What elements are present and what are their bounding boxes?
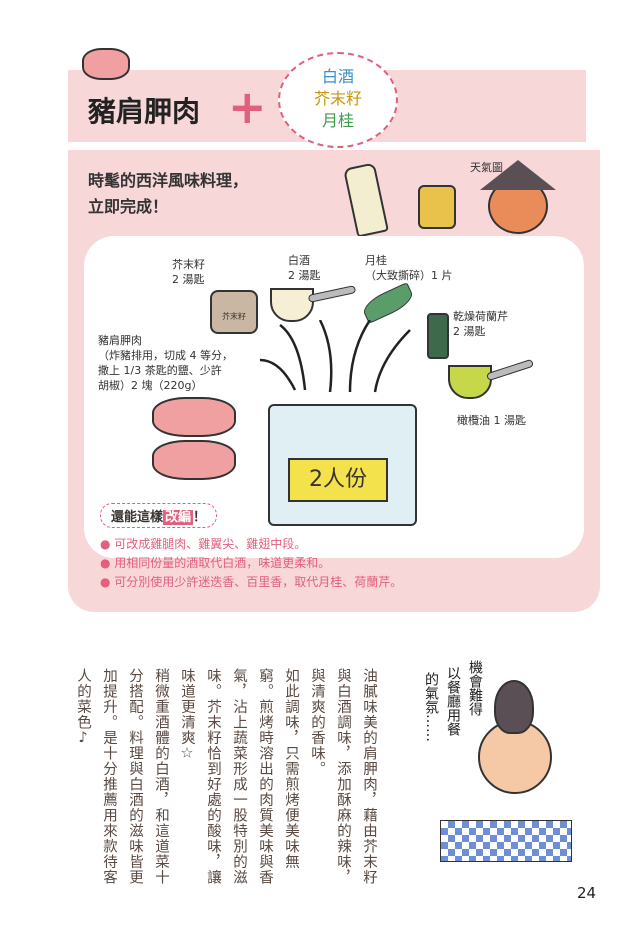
subtitle: 時髦的西洋風味料理， 立即完成！ [88,168,248,220]
ingredient-name: 白酒 [288,254,310,267]
text-column: 與清爽的香味。 [309,668,325,777]
checkered-tablecloth [440,820,572,862]
variation-item: 可改成雞腿肉、雞翼尖、雞翅中段。 [100,535,402,554]
portion-label: 2人份 [288,458,388,502]
speech-line: 以餐廳用餐 [445,666,461,736]
tag-text: ！ [193,510,207,525]
speech-line: 的氣氛…… [423,672,439,742]
mustard-jar-illustration [418,185,456,229]
arrows-into-bag [259,320,411,393]
text-column: 分搭配。料理與白酒的滋味皆更 [127,668,143,885]
ingredient-name: 豬肩胛肉 [98,334,142,347]
tag-highlight: 改編 [163,510,194,525]
wine-spoon [270,288,314,322]
variation-list: 可改成雞腿肉、雞翼尖、雞翅中段。 用相同份量的酒取代白酒，味道更柔和。 可分別使… [100,535,402,592]
text-column: 味道更清爽☆ [179,668,195,763]
jar-label: 芥末籽 [222,312,246,321]
ingredient-amount: 2 湯匙 [453,325,486,338]
ingredient-pork: 豬肩胛肉 （炸豬排用，切成 4 等分， 撒上 1/3 茶匙的鹽、少許胡椒）2 塊（2… [98,333,233,393]
ingredient-parsley: 乾燥荷蘭芹 2 湯匙 [453,309,508,339]
ingredient-detail: （炸豬排用，切成 4 等分， [98,349,233,362]
ingredient-name: 月桂 [365,254,387,267]
tag-text: 還能這樣 [111,510,164,525]
body-text: 油膩味美的肩胛肉，藉由芥末籽 與白酒調味，添加酥麻的辣味， 與清爽的香味。 如此… [70,668,382,918]
plus-icon: + [228,80,267,134]
extra-wine: 白酒 [321,67,354,86]
text-column: 人的菜色♪ [75,668,91,747]
extras-bubble: 白酒 芥末籽 月桂 [278,52,398,148]
hair-bun [494,680,534,734]
ingredient-amount: 2 湯匙 [172,273,205,286]
olive-oil-spoon [448,365,492,399]
speech-text: 機會難得 以餐廳用餐 的氣氛…… [420,660,486,780]
variation-item: 可分別使用少許迷迭香、百里香，取代月桂、荷蘭芹。 [100,573,402,592]
recipe-title: 豬肩胛肉 [88,95,201,128]
text-column: 稍微重酒體的白酒，和這道菜十 [153,668,169,885]
text-column: 如此調味，只需煎烤便美味無 [283,668,299,870]
ingredient-oil: 橄欖油 1 湯匙 [457,414,526,427]
extra-bay: 月桂 [321,111,354,130]
speech-line: 機會難得 [467,660,483,716]
ingredient-detail: 胡椒）2 塊（220g） [98,379,203,392]
ingredient-detail: 撒上 1/3 茶匙的鹽、少許 [98,364,222,377]
ingredient-amount: 2 湯匙 [288,269,321,282]
ingredient-mustard: 芥末籽 2 湯匙 [172,257,205,287]
diner-character [478,720,552,794]
ingredient-name: 乾燥荷蘭芹 [453,310,508,323]
text-column: 油膩味美的肩胛肉，藉由芥末籽 [361,668,377,885]
text-column: 窮。煎烤時溶出的肉質美味與香 [257,668,273,885]
ingredient-wine: 白酒 2 湯匙 [288,253,321,283]
page-number: 24 [577,884,597,902]
text-column: 加提升。是十分推薦用來款待客 [101,668,117,885]
meat-icon [82,48,130,80]
ingredient-name: 芥末籽 [172,258,205,271]
mustard-jar: 芥末籽 [210,290,258,334]
text-column: 味。芥末籽恰到好處的酸味，讓 [205,668,221,885]
parsley-bottle [427,313,449,359]
pork-slices [152,397,236,437]
subtitle-line: 立即完成！ [88,197,169,216]
witch-hat [480,160,556,190]
pork-slices [152,440,236,480]
ingredient-bay: 月桂 （大致撕碎）1 片 [365,253,453,283]
variation-item: 用相同份量的酒取代白酒，味道更柔和。 [100,554,402,573]
variation-tag: 還能這樣改編！ [100,503,218,528]
extra-mustard: 芥末籽 [313,89,362,108]
subtitle-line: 時髦的西洋風味料理， [88,171,249,190]
text-column: 氣，沾上蔬菜形成一股特別的滋 [231,668,247,885]
ingredient-amount: （大致撕碎）1 片 [365,269,453,282]
text-column: 與白酒調味，添加酥麻的辣味， [335,668,351,885]
